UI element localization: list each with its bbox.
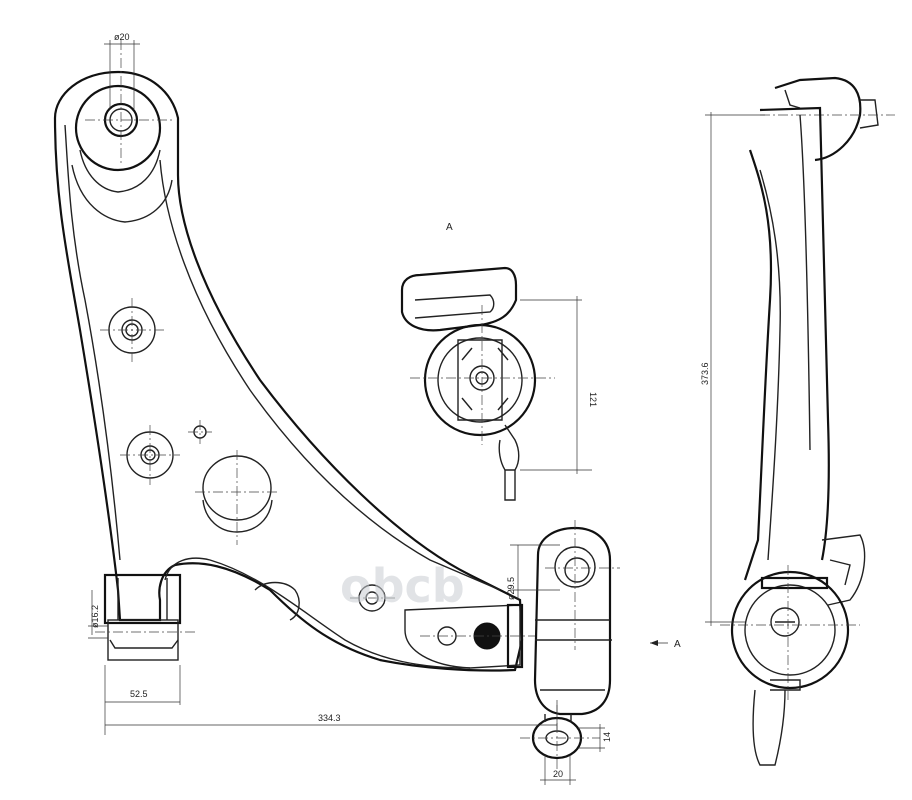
dim-overall-length: 334.3: [318, 713, 341, 723]
dim-ball-height: 14: [602, 732, 612, 742]
dimension-lines: ø20 ø16.2 52.5 334.3 ø29.5 14 20 A: [88, 32, 681, 785]
dim-right-bushing: ø29.5: [506, 577, 516, 600]
label-view-a: A: [446, 222, 453, 233]
dim-top-bore: ø20: [114, 32, 130, 42]
dim-detail-height: 121: [588, 392, 598, 407]
detail-view-a: A 121: [400, 222, 598, 501]
dim-ball-width: 20: [553, 769, 563, 779]
dim-left-width: 52.5: [130, 689, 148, 699]
dim-left-bushing: ø16.2: [90, 605, 100, 628]
control-arm-front-view: [53, 40, 620, 770]
dim-side-height: 373.6: [700, 362, 710, 385]
watermark-logo: obcb: [340, 559, 465, 613]
label-arrow-a: A: [674, 639, 681, 650]
side-view: 373.6: [700, 76, 895, 766]
